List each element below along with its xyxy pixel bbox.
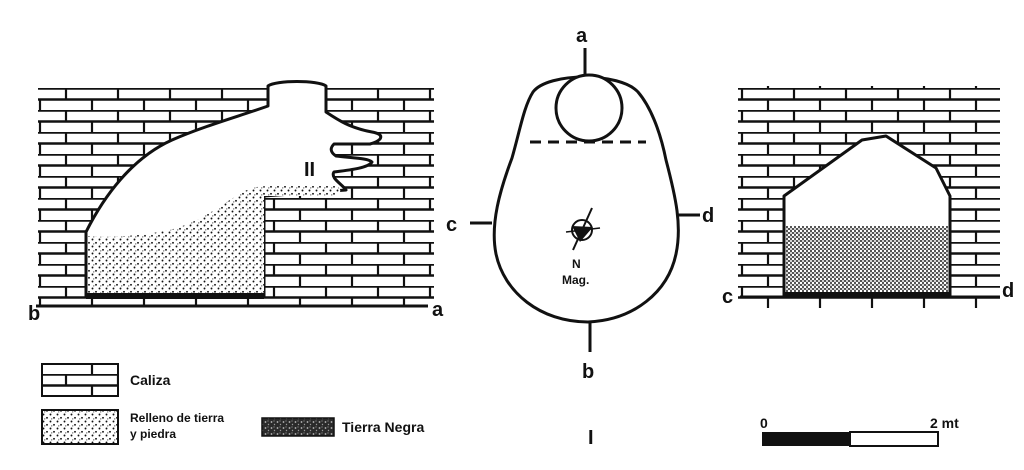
- plan-outline: [492, 75, 680, 324]
- section-label-b: b: [28, 303, 40, 325]
- plan-view: a b c d N Mag.: [446, 25, 714, 383]
- north-sub-label: Mag.: [562, 273, 589, 287]
- north-arrow-icon: [565, 207, 601, 251]
- legend-swatch-black-earth: [261, 417, 335, 437]
- figure-label: I: [588, 427, 594, 449]
- black-earth-floor-right: [784, 292, 950, 298]
- legend-label-limestone: Caliza: [130, 372, 171, 388]
- scale-label-end: 2 mt: [930, 415, 959, 431]
- scale-label-start: 0: [760, 415, 768, 431]
- fill-deposit-right: [786, 226, 948, 296]
- legend: Caliza Relleno de tierra y piedra Tierra…: [41, 363, 424, 445]
- plan-label-b: b: [582, 361, 594, 383]
- section-label-d: d: [1002, 280, 1014, 302]
- legend-swatch-limestone: [41, 363, 119, 397]
- section-label-c: c: [722, 286, 733, 308]
- plan-label-c: c: [446, 214, 457, 236]
- legend-label-fill-2: y piedra: [130, 427, 176, 441]
- section-c-d: c d: [722, 86, 1014, 308]
- shaft-circle: [554, 73, 624, 143]
- legend-label-black-earth: Tierra Negra: [342, 419, 424, 435]
- chamber-label: II: [304, 159, 315, 181]
- section-label-a: a: [432, 299, 444, 321]
- plan-label-a: a: [576, 25, 588, 47]
- scale-bar: 0 2 mt: [760, 415, 959, 447]
- scale-segment-empty: [849, 431, 939, 447]
- section-b-a: b a II: [28, 80, 444, 325]
- legend-swatch-fill: [41, 409, 119, 445]
- scale-segment-filled: [762, 432, 850, 446]
- plan-label-d: d: [702, 205, 714, 227]
- fill-deposit-left: [88, 186, 341, 296]
- legend-label-fill-1: Relleno de tierra: [130, 411, 224, 425]
- black-earth-floor-left: [86, 293, 264, 299]
- north-label: N: [572, 257, 581, 271]
